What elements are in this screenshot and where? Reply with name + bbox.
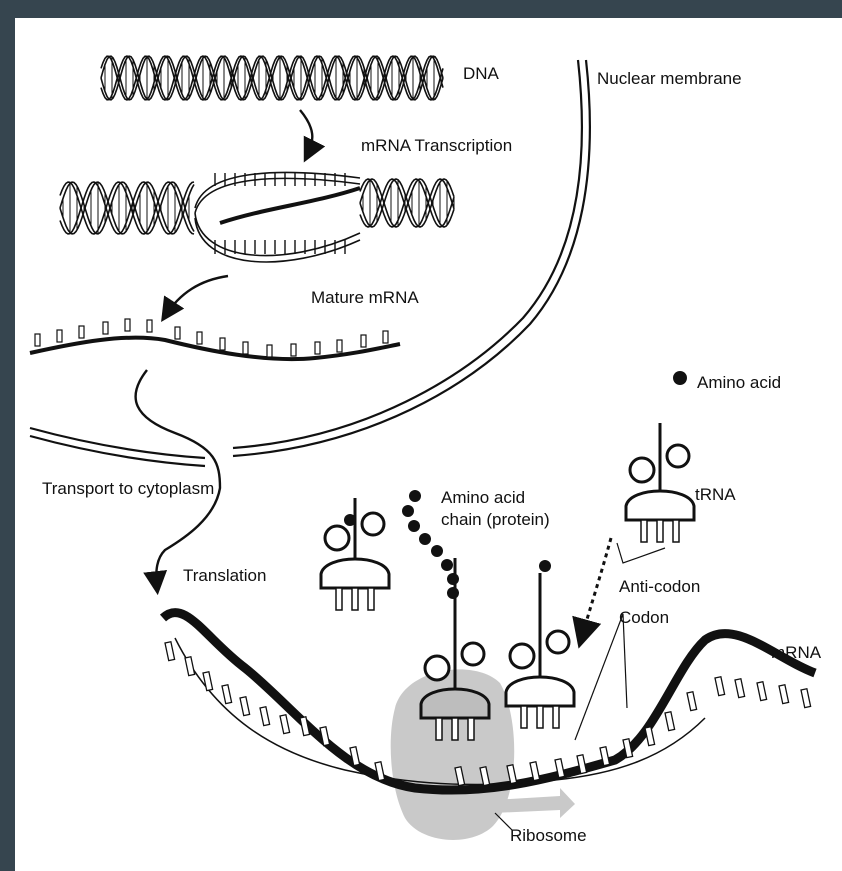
mature-mrna-strand [30, 319, 400, 359]
arrow-trna-to-site [581, 538, 611, 640]
trna-molecule [421, 558, 489, 740]
anti-codon-pointer [617, 543, 665, 563]
label-transcription: mRNA Transcription [361, 136, 512, 156]
trna-molecule [626, 423, 694, 542]
label-dna: DNA [463, 64, 499, 84]
label-anti-codon: Anti-codon [619, 577, 700, 597]
label-amino-acid-chain-1: Amino acid [441, 488, 525, 508]
label-amino-acid: Amino acid [697, 373, 781, 393]
label-ribosome: Ribosome [510, 826, 587, 846]
trna-group [321, 371, 694, 740]
diagram-canvas: DNA Nuclear membrane mRNA Transcription … [15, 18, 842, 871]
amino-acid-dot [673, 371, 687, 385]
label-amino-acid-chain-2: chain (protein) [441, 510, 550, 530]
label-trna: tRNA [695, 485, 736, 505]
transcription-bubble [60, 172, 454, 262]
trna-molecule [506, 573, 574, 728]
trna-molecule [321, 498, 389, 610]
label-mature-mrna: Mature mRNA [311, 288, 419, 308]
label-transport: Transport to cytoplasm [42, 479, 214, 499]
label-nuclear-membrane: Nuclear membrane [597, 69, 742, 89]
codon-pointer-2 [623, 614, 627, 708]
dna-double-helix [97, 48, 445, 108]
label-translation: Translation [183, 566, 266, 586]
label-mrna: mRNA [771, 643, 821, 663]
label-codon: Codon [619, 608, 669, 628]
nuclear-membrane [30, 60, 590, 466]
arrow-dna-to-transcription [300, 110, 312, 156]
arrow-to-mature-mrna [165, 276, 228, 316]
